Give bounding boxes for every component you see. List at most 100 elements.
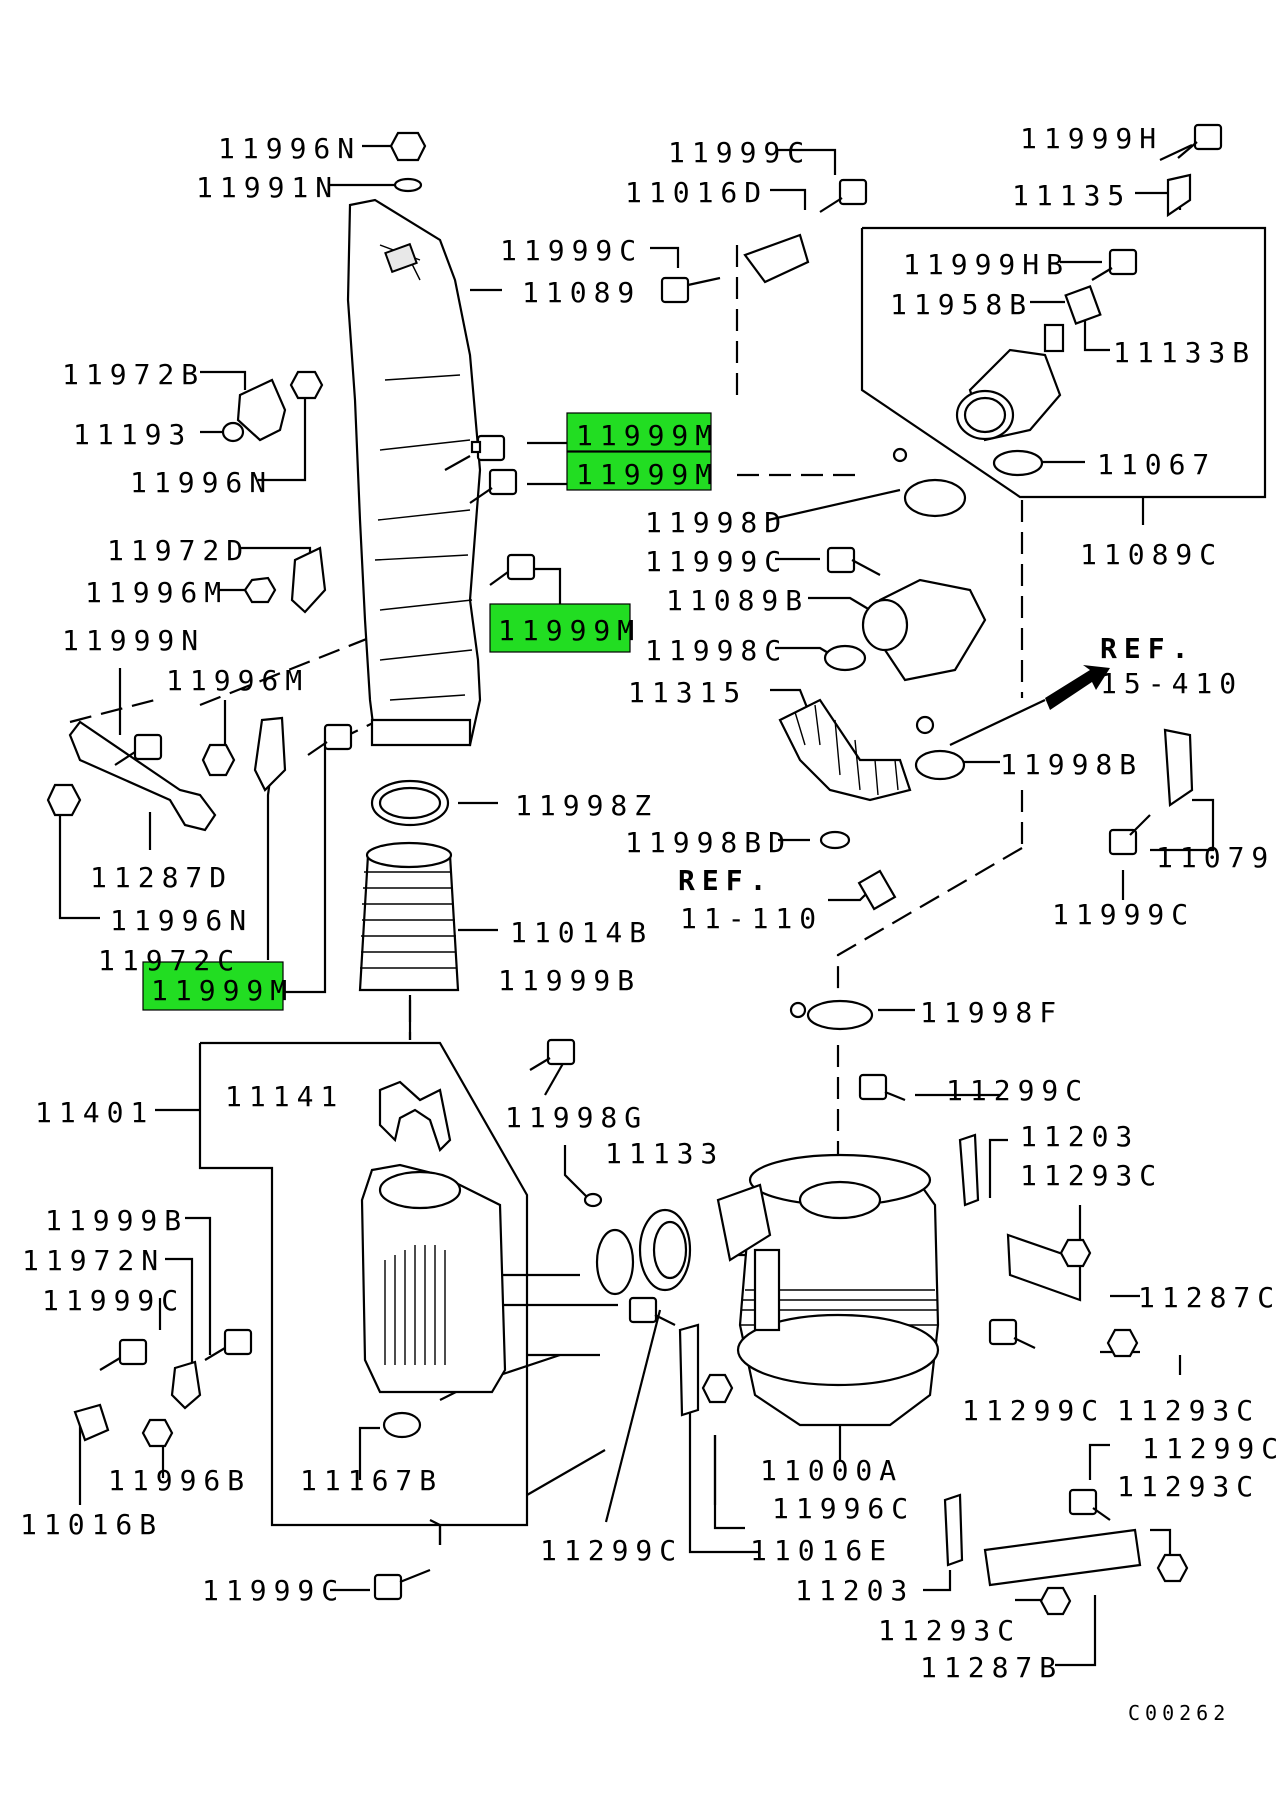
part-label[interactable]: 11999B xyxy=(45,1204,188,1237)
part-label[interactable]: 11299C xyxy=(1142,1432,1283,1465)
part-label[interactable]: 11998BD xyxy=(625,826,792,859)
gasket-11067 xyxy=(992,449,1044,477)
part-label[interactable]: 11996M xyxy=(166,664,309,697)
part-label[interactable]: 11315 xyxy=(628,676,747,709)
part-label[interactable]: 11079 xyxy=(1156,841,1275,874)
part-label[interactable]: 11991N xyxy=(196,171,339,204)
part-label[interactable]: 11299C xyxy=(540,1534,683,1567)
part-label[interactable]: 11089C xyxy=(1080,538,1223,571)
part-label[interactable]: 11972B xyxy=(62,358,205,391)
part-label[interactable]: 11999C xyxy=(645,545,788,578)
part-label[interactable]: 11998B xyxy=(1000,748,1143,781)
nut-icon xyxy=(141,1418,174,1448)
bracket-11287C xyxy=(1006,1233,1082,1302)
bolt-icon xyxy=(819,178,868,213)
cap-small xyxy=(583,1192,603,1208)
part-label[interactable]: 11999N xyxy=(62,624,205,657)
part-label[interactable]: 11999H xyxy=(1020,122,1163,155)
part-label[interactable]: 11972N xyxy=(22,1244,165,1277)
part-label[interactable]: 11133 xyxy=(605,1137,724,1170)
part-label[interactable]: 11999M xyxy=(576,419,719,452)
leader-line xyxy=(1150,798,1215,852)
ref-label[interactable]: 11-110 xyxy=(680,902,823,935)
ref-label[interactable]: REF. xyxy=(678,864,773,897)
part-label[interactable]: 11996B xyxy=(108,1464,251,1497)
leader-line xyxy=(767,488,901,522)
part-label[interactable]: 11016D xyxy=(625,176,768,209)
highlight-11999M-b[interactable] xyxy=(566,451,712,491)
clamp-11998BD xyxy=(819,830,851,850)
part-label[interactable]: 11193 xyxy=(73,418,192,451)
part-label[interactable]: 11167B xyxy=(300,1464,443,1497)
part-label[interactable]: 11999M xyxy=(576,458,719,491)
ref-label[interactable]: 15-410 xyxy=(1100,667,1243,700)
part-label[interactable]: 11999C xyxy=(42,1284,185,1317)
leader-line xyxy=(200,370,247,390)
part-label[interactable]: 11299C xyxy=(946,1074,1089,1107)
part-label[interactable]: 11958B xyxy=(890,288,1033,321)
bracket-11972N xyxy=(170,1360,202,1410)
part-label[interactable]: 11999C xyxy=(1052,898,1195,931)
part-label[interactable]: 11287D xyxy=(90,861,233,894)
part-label[interactable]: 11203 xyxy=(795,1574,914,1607)
bolt-icon xyxy=(444,434,506,471)
part-label[interactable]: 11135 xyxy=(1012,179,1131,212)
part-label[interactable]: 11972C xyxy=(98,944,241,977)
part-label[interactable]: 11998Z xyxy=(515,789,658,822)
part-label[interactable]: 11287B xyxy=(920,1651,1063,1684)
highlight-11999M-d[interactable] xyxy=(142,961,284,1011)
nut-icon xyxy=(1039,1586,1072,1616)
part-label[interactable]: 11998D xyxy=(645,506,788,539)
bracket-11972B xyxy=(236,378,287,442)
bolt-icon xyxy=(469,468,518,504)
part-label[interactable]: 11293C xyxy=(1117,1394,1260,1427)
part-label[interactable]: 11996N xyxy=(218,132,361,165)
bracket-11972C xyxy=(253,716,287,792)
part-label[interactable]: 11293C xyxy=(1117,1470,1260,1503)
center-line xyxy=(69,698,156,724)
part-label[interactable]: 11996C xyxy=(772,1492,915,1525)
part-label[interactable]: 11293C xyxy=(878,1614,1021,1647)
part-label[interactable]: 11998F xyxy=(920,996,1063,1029)
part-label[interactable]: 11999HB xyxy=(903,248,1070,281)
part-label[interactable]: 11089B xyxy=(666,584,809,617)
leader-line xyxy=(650,246,680,268)
part-label[interactable]: 11999C xyxy=(500,234,643,267)
ref-label[interactable]: REF. xyxy=(1100,632,1195,665)
part-label[interactable]: 11996M xyxy=(85,576,228,609)
part-label[interactable]: 11133B xyxy=(1113,336,1256,369)
part-label[interactable]: 11401 xyxy=(35,1096,154,1129)
part-label[interactable]: 11016E xyxy=(750,1534,893,1567)
leader-line xyxy=(544,1059,566,1096)
part-label[interactable]: 11293C xyxy=(1020,1159,1163,1192)
part-label[interactable]: 11996N xyxy=(110,904,253,937)
part-label[interactable]: 11000A xyxy=(760,1454,903,1487)
part-label[interactable]: 11999M xyxy=(151,974,294,1007)
part-label[interactable]: 11972D xyxy=(107,534,250,567)
leader-line xyxy=(1055,1595,1097,1667)
part-label[interactable]: 11287C xyxy=(1138,1281,1281,1314)
part-label[interactable]: 11999B xyxy=(498,964,641,997)
part-label[interactable]: 11999M xyxy=(498,614,641,647)
bracket-11135 xyxy=(1166,173,1192,218)
clamp-inner xyxy=(378,786,442,820)
duct-flange xyxy=(370,718,472,747)
part-label[interactable]: 11067 xyxy=(1097,448,1216,481)
part-label[interactable]: 11998G xyxy=(505,1101,648,1134)
leader-line xyxy=(988,1138,1008,1198)
part-label[interactable]: 11141 xyxy=(225,1080,344,1113)
highlight-11999M-a[interactable] xyxy=(566,412,712,452)
leader-line xyxy=(778,148,837,175)
part-label[interactable]: 11299C xyxy=(962,1394,1105,1427)
part-label[interactable]: 11998C xyxy=(645,634,788,667)
part-label[interactable]: 11996N xyxy=(130,466,273,499)
part-label[interactable]: 11999C xyxy=(668,136,811,169)
clamp-11998C xyxy=(823,644,867,672)
part-label[interactable]: 11016B xyxy=(20,1508,163,1541)
part-label[interactable]: 11014B xyxy=(510,916,653,949)
leader-line xyxy=(770,188,807,210)
part-label[interactable]: 11089 xyxy=(522,276,641,309)
nut-icon xyxy=(1106,1328,1139,1358)
part-label[interactable]: 11203 xyxy=(1020,1120,1139,1153)
part-label[interactable]: 11999C xyxy=(202,1574,345,1607)
